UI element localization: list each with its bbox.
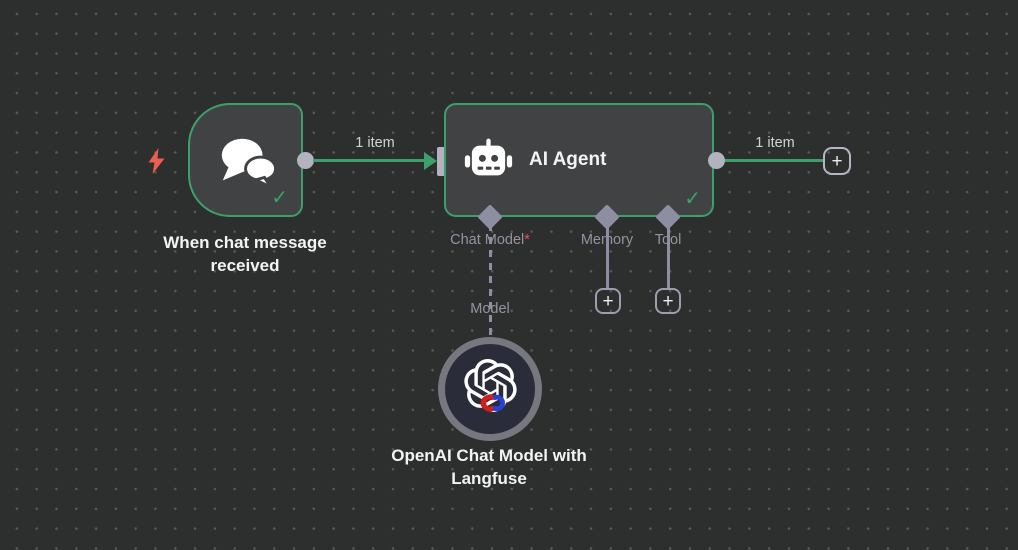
add-tool-button[interactable]: +: [655, 288, 681, 314]
add-next-node-button[interactable]: +: [823, 147, 851, 175]
agent-node-title: AI Agent: [529, 149, 607, 170]
add-memory-button[interactable]: +: [595, 288, 621, 314]
tool-connector-stub: [667, 224, 670, 288]
chat-model-label-text: Chat Model: [450, 232, 525, 248]
lightning-bolt-icon: [148, 148, 165, 174]
connection-model-to-agent[interactable]: [489, 224, 492, 344]
connection-arrow-icon: [424, 152, 437, 170]
trigger-output-port[interactable]: [297, 152, 314, 169]
model-connection-label: Model: [470, 301, 510, 317]
required-asterisk: *: [524, 232, 530, 248]
node-when-chat-message-received[interactable]: ✓: [188, 103, 303, 217]
connection-agent-output[interactable]: [725, 159, 823, 162]
langfuse-overlay-icon: [480, 394, 505, 412]
model-node-title: OpenAI Chat Model with Langfuse: [391, 446, 587, 488]
success-check-icon: ✓: [684, 188, 701, 210]
connection-items-label: 1 item: [355, 135, 395, 151]
chat-bubbles-icon: [221, 138, 278, 189]
connection-items-label: 1 item: [755, 135, 795, 151]
node-ai-agent[interactable]: AI Agent ✓: [444, 103, 714, 217]
trigger-node-title: When chat message received: [163, 233, 327, 275]
memory-connector-stub: [606, 224, 609, 288]
robot-icon: [464, 138, 513, 175]
success-check-icon: ✓: [271, 187, 288, 209]
agent-input-port[interactable]: [437, 147, 447, 176]
chat-model-port-label: Chat Model*: [435, 232, 545, 248]
node-openai-chat-model[interactable]: [438, 337, 542, 441]
agent-output-port[interactable]: [708, 152, 725, 169]
connection-trigger-to-agent[interactable]: [313, 159, 426, 162]
